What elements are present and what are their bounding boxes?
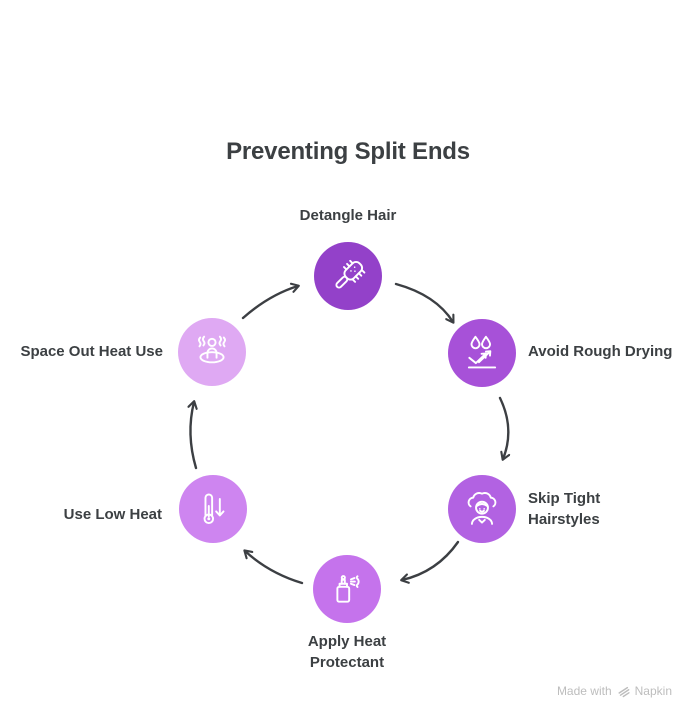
label-apply-heat-protectant: Apply Heat Protectant	[307, 633, 387, 671]
node-detangle-hair	[314, 242, 382, 310]
label-avoid-rough-drying: Avoid Rough Drying	[528, 343, 673, 360]
arrow-skip-to-apply	[400, 540, 460, 584]
node-use-low-heat	[179, 475, 247, 543]
arrow-avoid-to-skip	[498, 396, 511, 461]
label-detangle-hair: Detangle Hair	[299, 207, 397, 224]
watermark-prefix: Made with	[556, 684, 612, 698]
arrow-space-to-detangle	[241, 282, 300, 320]
label-skip-tight-hairstyles: Skip Tight Hairstyles	[528, 490, 601, 528]
watermark: Made with Napkin	[557, 684, 672, 698]
arrow-apply-to-lowheat	[243, 549, 304, 585]
napkin-logo-icon	[618, 686, 630, 697]
node-skip-tight-hairstyles	[448, 475, 516, 543]
water-drops-deflect-icon	[467, 335, 497, 369]
node-avoid-rough-drying	[448, 319, 516, 387]
hairbrush-icon	[335, 259, 366, 289]
label-use-low-heat: Use Low Heat	[63, 506, 162, 523]
node-apply-heat-protectant	[313, 555, 381, 623]
watermark-brand: Napkin	[634, 684, 672, 698]
curly-hair-person-icon	[467, 492, 497, 525]
diagram-title: Preventing Split Ends	[226, 138, 470, 165]
arrow-lowheat-to-space	[187, 400, 198, 470]
thermometer-down-icon	[203, 493, 225, 525]
arrow-detangle-to-avoid	[394, 282, 455, 324]
steam-person-icon	[198, 335, 226, 364]
label-space-out-heat-use: Space Out Heat Use	[20, 343, 163, 360]
node-space-out-heat-use	[178, 318, 246, 386]
spray-bottle-icon	[336, 575, 360, 603]
